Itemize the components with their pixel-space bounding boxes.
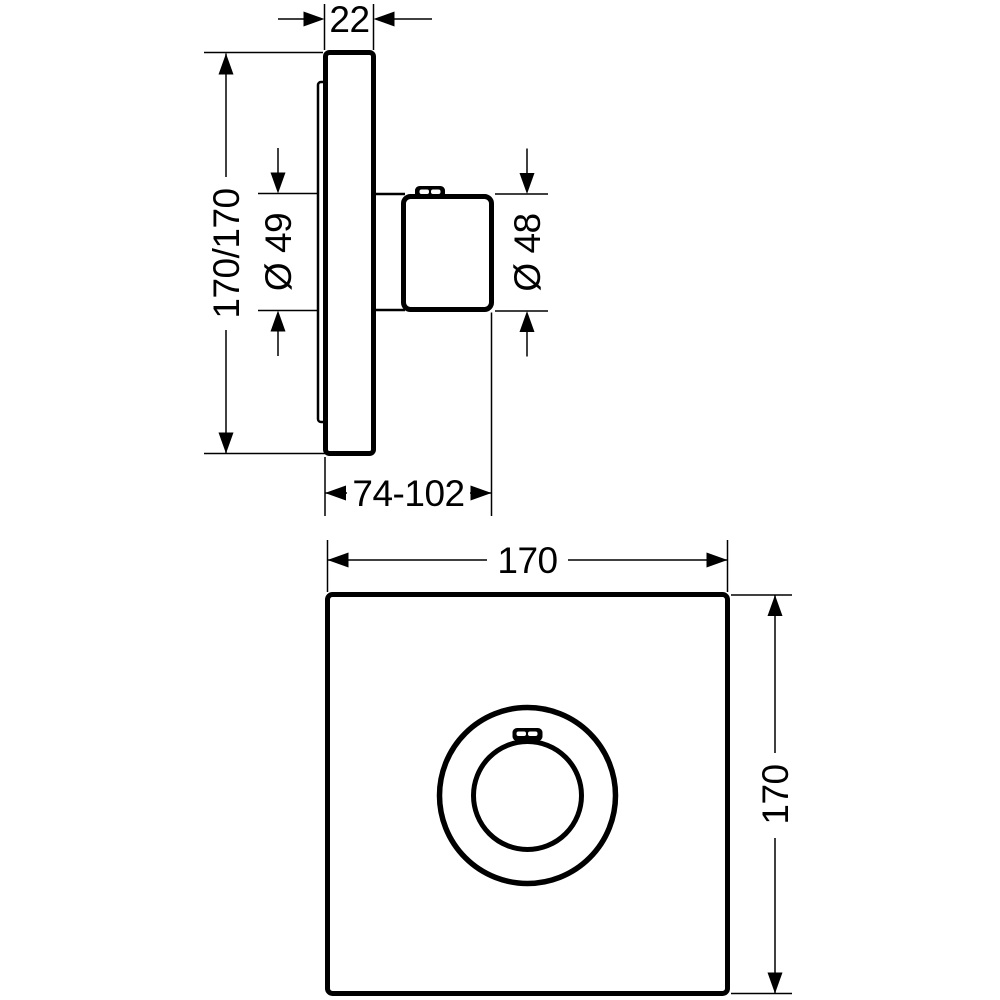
arrow-down-icon — [218, 432, 234, 454]
dim-plate-depth: 22 — [278, 0, 432, 50]
arrow-right-icon — [303, 11, 325, 27]
arrow-right-icon — [706, 552, 728, 568]
dim-label-installation-depth: 74-102 — [352, 473, 464, 514]
label-mask — [758, 753, 790, 838]
arrow-up-icon — [767, 595, 783, 616]
handle-grip-slot-left-side — [419, 189, 429, 194]
label-mask — [347, 478, 470, 508]
handle-front-circle — [471, 739, 584, 852]
dim-label-front-height: 170 — [755, 764, 796, 824]
dim-label-sleeve-diameter: Ø 49 — [258, 213, 299, 291]
arrow-left-icon — [373, 11, 395, 27]
dim-label-plate-depth: 22 — [329, 0, 369, 40]
arrow-down-icon — [767, 972, 783, 994]
escutcheon-plate-front — [325, 592, 730, 996]
arrow-down-icon — [519, 173, 535, 194]
handle-grip-slot-right-front — [528, 731, 538, 736]
handle-side-outline — [401, 194, 494, 312]
arrow-down-icon — [270, 172, 286, 194]
front-view — [325, 592, 730, 996]
arrow-up-icon — [270, 310, 286, 332]
handle-grip-slot-right-side — [431, 189, 441, 194]
handle-grip-side — [415, 186, 445, 199]
dim-front-width: 170 — [326, 540, 729, 592]
dim-sleeve-diameter: Ø 49 — [258, 148, 319, 356]
dim-front-height: 170 — [731, 594, 796, 995]
handle-grip-front — [512, 728, 543, 741]
arrow-up-icon — [519, 311, 535, 332]
label-mask — [487, 546, 568, 574]
side-view — [316, 50, 494, 456]
arrow-left-icon — [325, 485, 346, 501]
dim-label-plate-height: 170/170 — [206, 188, 247, 318]
dim-label-front-width: 170 — [497, 540, 557, 581]
dim-label-handle-diameter: Ø 48 — [507, 213, 548, 291]
dim-installation-depth: 74-102 — [324, 312, 493, 516]
handle-grip-slot-left-front — [516, 731, 526, 736]
arrow-up-icon — [218, 53, 234, 75]
escutcheon-plate-side — [323, 50, 376, 456]
dim-handle-diameter: Ø 48 — [495, 148, 548, 357]
arrow-right-icon — [470, 485, 492, 501]
dim-plate-height: 170/170 — [204, 51, 325, 455]
recess-circle — [436, 704, 619, 887]
label-mask — [208, 177, 244, 330]
arrow-left-icon — [327, 552, 349, 568]
